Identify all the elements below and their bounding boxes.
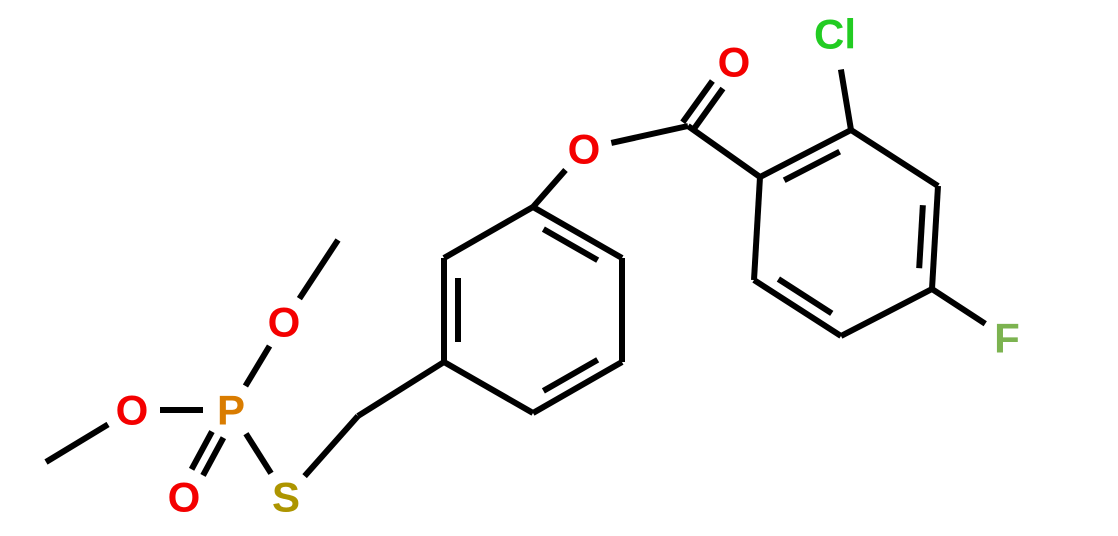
bond-single-mv4-mv5 xyxy=(442,359,535,416)
bond-single-rv6-rv1 xyxy=(751,176,763,281)
atom-label-o-o3: O xyxy=(168,474,201,521)
bond-aromatic-mv1-mv2 xyxy=(531,204,624,261)
bond-single-rv2-cl1 xyxy=(837,69,854,131)
bond-single-c_b-mv5 xyxy=(356,359,446,419)
bond-single-p1-s1 xyxy=(243,432,274,475)
bond-single-rv2-rv3 xyxy=(849,127,940,189)
bond-single-mv6-mv1 xyxy=(442,204,535,261)
bond-aromatic-rv1-rv2 xyxy=(758,127,853,180)
bond-single-rv4-rv5 xyxy=(839,286,934,339)
bond-double-c_co-o5 xyxy=(690,86,726,132)
bond-double-c_co-o5 xyxy=(680,79,715,124)
bond-single-rv4-f1 xyxy=(930,286,987,327)
bond-single-s1-c_b xyxy=(302,414,361,479)
atom-label-p-p1: P xyxy=(217,387,245,434)
bond-single-p1-o2 xyxy=(242,344,273,388)
bond-double-p1-o3 xyxy=(200,436,227,477)
atom-label-o-o2: O xyxy=(268,299,301,346)
bond-aromatic-inner-rv1-rv2 xyxy=(782,148,842,183)
bond-aromatic-inner-rv3-rv4 xyxy=(916,204,926,269)
bond-single-c_me1-o1 xyxy=(44,421,110,465)
atom-label-o-o4: O xyxy=(568,126,601,173)
bond-double-p1-o3 xyxy=(188,430,215,471)
atom-label-o-o5: O xyxy=(718,39,751,86)
bond-single-c_co-rv1 xyxy=(686,123,762,180)
bond-aromatic-rv5-rv6 xyxy=(752,277,843,339)
bond-single-mv1-o4 xyxy=(530,168,568,209)
bond-aromatic-mv3-mv4 xyxy=(531,359,624,416)
bond-single-o4-c_co xyxy=(610,123,689,146)
atom-label-s-s1: S xyxy=(272,474,300,521)
atom-label-cl-cl1: Cl xyxy=(814,11,856,58)
atom-label-o-o1: O xyxy=(116,387,149,434)
bond-aromatic-inner-rv5-rv6 xyxy=(776,276,834,316)
bond-aromatic-inner-mv3-mv4 xyxy=(541,357,600,394)
bond-single-o2-c_me2 xyxy=(296,238,341,301)
atom-label-f-f1: F xyxy=(994,315,1020,362)
bond-aromatic-rv3-rv4 xyxy=(929,185,941,290)
bond-aromatic-inner-mv1-mv2 xyxy=(541,226,600,263)
